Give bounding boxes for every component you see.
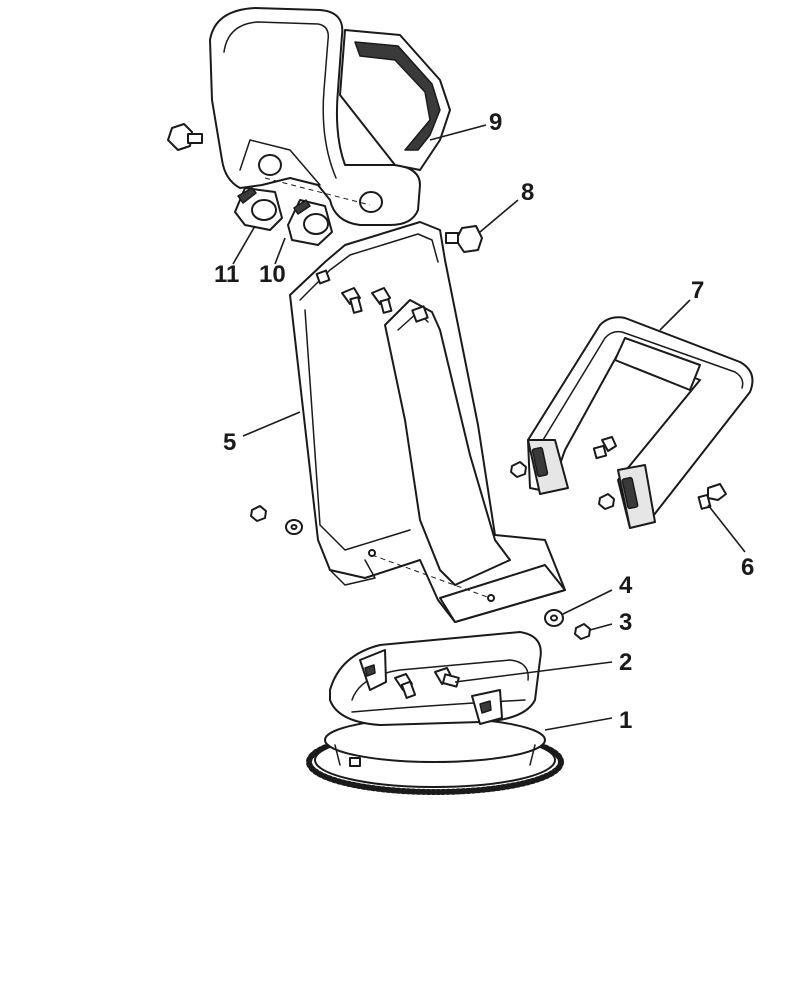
part-3-nut	[574, 623, 591, 640]
leader-8	[479, 199, 519, 233]
handle-bolt-upper	[592, 436, 617, 460]
callout-3: 3	[619, 609, 632, 636]
leader-6	[707, 504, 746, 553]
nut-left	[250, 505, 267, 522]
part-10-clamp-plate	[287, 199, 333, 246]
leader-4	[562, 589, 613, 615]
leader-1	[544, 717, 613, 731]
part-2-bolt-a	[394, 673, 417, 699]
nut-handle-left	[510, 461, 527, 478]
part-9-upper-bracket	[209, 7, 451, 226]
part-1-base	[306, 631, 564, 795]
callout-10: 10	[259, 261, 286, 288]
part-8-knob	[445, 225, 483, 253]
callout-1: 1	[619, 707, 632, 734]
leader-2	[454, 661, 613, 683]
loose-knob-upper-left	[167, 123, 203, 151]
leader-11	[232, 225, 256, 265]
part-5-main-arm	[289, 221, 566, 623]
callout-2: 2	[619, 649, 632, 676]
callout-8: 8	[521, 179, 534, 206]
part-11-clamp-plate	[234, 187, 283, 231]
leader-9	[429, 124, 487, 141]
washer-left	[285, 519, 303, 535]
nut-handle-middle	[598, 493, 615, 510]
leader-5	[242, 411, 301, 437]
leader-10	[274, 237, 286, 265]
callout-5: 5	[223, 429, 236, 456]
part-7-handle	[527, 316, 754, 529]
callout-6: 6	[741, 554, 754, 581]
leader-7	[659, 299, 691, 331]
leader-lines	[232, 124, 746, 731]
leader-3	[589, 623, 613, 631]
callout-labels: 1 2 3 4 5 6 7 8 9 10 11	[214, 109, 754, 734]
callout-7: 7	[691, 277, 704, 304]
callout-9: 9	[489, 109, 502, 136]
callout-11: 11	[214, 261, 239, 288]
part-4-washer	[544, 609, 564, 627]
callout-4: 4	[619, 572, 633, 599]
part-6-bolt	[697, 483, 727, 510]
